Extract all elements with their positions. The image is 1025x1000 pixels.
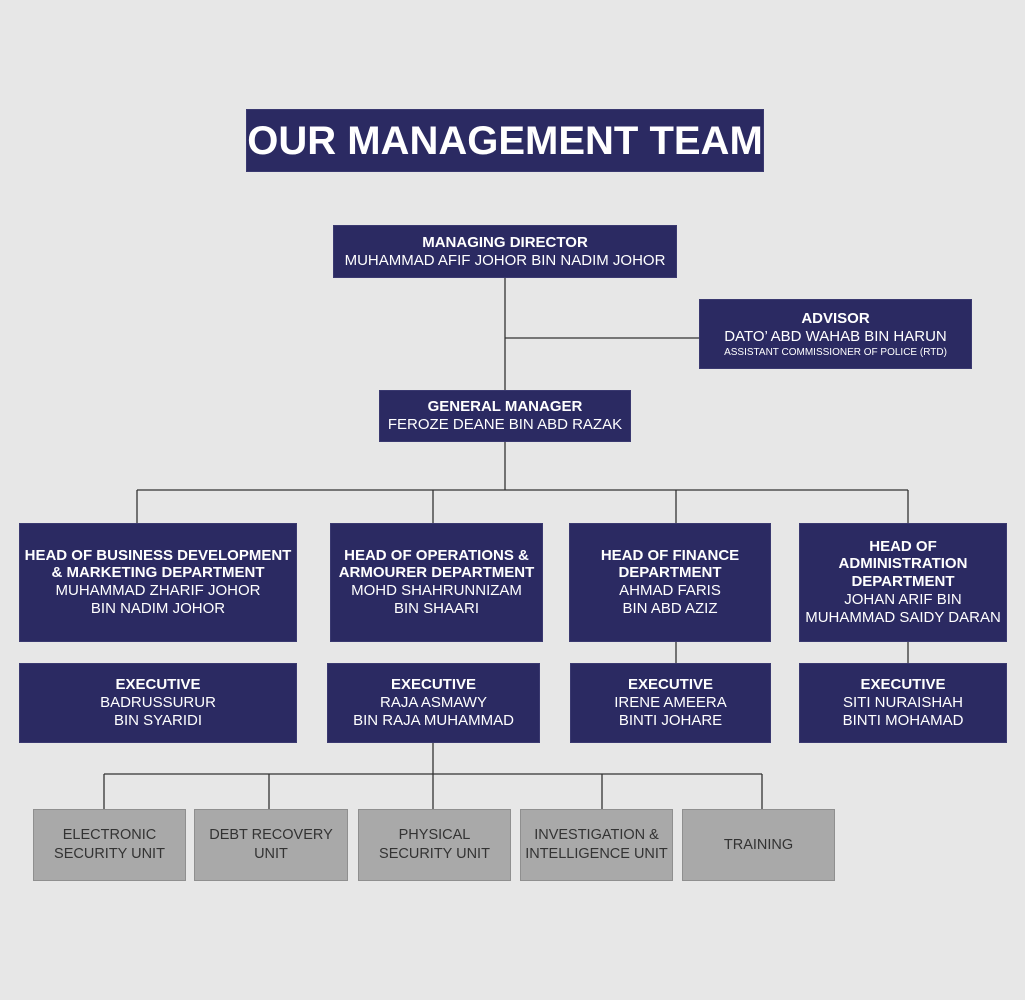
- unit-investigation-intelligence: INVESTIGATION & INTELLIGENCE UNIT: [520, 809, 673, 881]
- head-administration-name: JOHAN ARIF BIN MUHAMMAD SAIDY DARAN: [805, 590, 1001, 627]
- executive-business-development-name: BADRUSSURUR BIN SYARIDI: [100, 693, 216, 729]
- unit-investigation-intelligence-label: INVESTIGATION & INTELLIGENCE UNIT: [525, 827, 668, 862]
- unit-electronic-security-label: ELECTRONIC SECURITY UNIT: [54, 827, 165, 862]
- head-administration-role: HEAD OF ADMINISTRATION DEPARTMENT: [838, 537, 968, 591]
- page-title-text: OUR MANAGEMENT TEAM: [247, 118, 763, 163]
- managing-director-role: MANAGING DIRECTOR: [422, 233, 588, 251]
- unit-debt-recovery: DEBT RECOVERY UNIT: [194, 809, 348, 881]
- head-finance-role: HEAD OF FINANCE DEPARTMENT: [600, 546, 740, 582]
- executive-operations-box: EXECUTIVE RAJA ASMAWY BIN RAJA MUHAMMAD: [327, 663, 540, 743]
- unit-debt-recovery-label: DEBT RECOVERY UNIT: [209, 827, 333, 862]
- head-operations-box: HEAD OF OPERATIONS & ARMOURER DEPARTMENT…: [330, 523, 543, 642]
- executive-operations-name: RAJA ASMAWY BIN RAJA MUHAMMAD: [353, 693, 514, 729]
- head-administration-box: HEAD OF ADMINISTRATION DEPARTMENT JOHAN …: [799, 523, 1007, 642]
- unit-electronic-security: ELECTRONIC SECURITY UNIT: [33, 809, 186, 881]
- managing-director-name: MUHAMMAD AFIF JOHOR BIN NADIM JOHOR: [344, 251, 666, 269]
- executive-administration-role: EXECUTIVE: [860, 675, 946, 693]
- executive-finance-name: IRENE AMEERA BINTI JOHARE: [614, 693, 727, 729]
- executive-finance-role: EXECUTIVE: [627, 675, 714, 693]
- advisor-box: ADVISOR DATO’ ABD WAHAB BIN HARUN ASSIST…: [699, 299, 972, 369]
- head-finance-box: HEAD OF FINANCE DEPARTMENT AHMAD FARIS B…: [569, 523, 771, 642]
- executive-operations-role: EXECUTIVE: [390, 675, 477, 693]
- managing-director-box: MANAGING DIRECTOR MUHAMMAD AFIF JOHOR BI…: [333, 225, 677, 278]
- advisor-note: ASSISTANT COMMISSIONER OF POLICE (RTD): [724, 346, 947, 358]
- unit-physical-security: PHYSICAL SECURITY UNIT: [358, 809, 511, 881]
- unit-training-label: TRAINING: [723, 836, 794, 853]
- general-manager-role: GENERAL MANAGER: [427, 398, 583, 415]
- general-manager-name: FEROZE DEANE BIN ABD RAZAK: [387, 416, 623, 433]
- executive-administration-name: SITI NURAISHAH BINTI MOHAMAD: [842, 693, 964, 729]
- general-manager-box: GENERAL MANAGER FEROZE DEANE BIN ABD RAZ…: [379, 390, 631, 442]
- executive-business-development-box: EXECUTIVE BADRUSSURUR BIN SYARIDI: [19, 663, 297, 743]
- executive-finance-box: EXECUTIVE IRENE AMEERA BINTI JOHARE: [570, 663, 771, 743]
- head-business-development-box: HEAD OF BUSINESS DEVELOPMENT & MARKETING…: [19, 523, 297, 642]
- head-business-development-role: HEAD OF BUSINESS DEVELOPMENT & MARKETING…: [24, 546, 292, 582]
- unit-training: TRAINING: [682, 809, 835, 881]
- executive-administration-box: EXECUTIVE SITI NURAISHAH BINTI MOHAMAD: [799, 663, 1007, 743]
- advisor-name: DATO’ ABD WAHAB BIN HARUN: [724, 327, 947, 345]
- head-operations-role: HEAD OF OPERATIONS & ARMOURER DEPARTMENT: [338, 546, 535, 582]
- head-operations-name: MOHD SHAHRUNNIZAM BIN SHAARI: [351, 581, 522, 618]
- unit-physical-security-label: PHYSICAL SECURITY UNIT: [379, 827, 490, 862]
- head-business-development-name: MUHAMMAD ZHARIF JOHOR BIN NADIM JOHOR: [55, 581, 261, 618]
- head-finance-name: AHMAD FARIS BIN ABD AZIZ: [619, 581, 721, 618]
- page-title: OUR MANAGEMENT TEAM: [246, 109, 764, 172]
- executive-business-development-role: EXECUTIVE: [115, 675, 201, 693]
- advisor-role: ADVISOR: [801, 309, 870, 327]
